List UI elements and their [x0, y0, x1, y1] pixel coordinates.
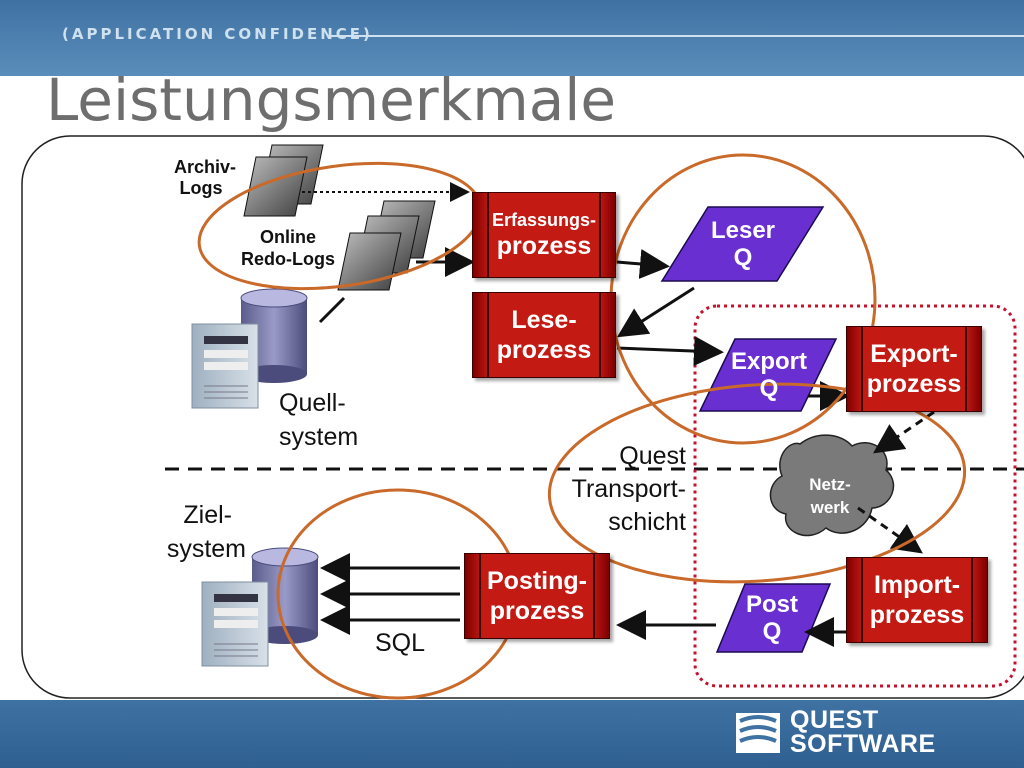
post-queue-shape: [715, 583, 832, 653]
header-bar: (APPLICATION CONFIDENCE): [0, 0, 1024, 76]
diagram-frame: [21, 135, 1024, 699]
tagline: (APPLICATION CONFIDENCE): [62, 25, 373, 43]
quell-system-label: Quell-system: [279, 389, 359, 451]
slide-title: Leistungsmerkmale: [46, 66, 617, 134]
leser-queue-shape: [660, 206, 825, 282]
target-server-icon: [201, 581, 269, 667]
sql-label: SQL: [375, 629, 426, 657]
ziel-system-label: Ziel-system: [166, 501, 246, 563]
network-label: Netz-werk: [809, 475, 851, 517]
erfassungs-line-2: prozess: [496, 232, 592, 260]
import-prozess-box: Import-prozess: [846, 557, 988, 643]
redo-logs-stack-icon: [337, 200, 436, 291]
posting-prozess-box: Posting-prozess: [464, 553, 610, 639]
export-prozess-box: Export-prozess: [846, 326, 982, 412]
source-server-icon: [191, 323, 259, 409]
db-to-redo-line: [318, 296, 346, 324]
transport-highlight-oval: [547, 382, 967, 584]
erfassung-to-leserq-arrow: [616, 249, 670, 279]
lese-to-exportq-arrow: [616, 336, 724, 367]
archiv-logs-stack-icon: [243, 144, 324, 217]
lese-prozess-box: Lese-prozess: [472, 292, 616, 378]
archiv-logs-label: Archiv-Logs: [173, 157, 236, 198]
erfassungs-prozess-box: Erfassungs- prozess: [472, 192, 616, 278]
leserq-to-lese-arrow: [616, 286, 695, 338]
tagline-rule: [330, 35, 1024, 37]
export-queue-shape: [698, 338, 838, 412]
erfassungs-line-1: Erfassungs-: [491, 210, 597, 230]
footer-bar: [0, 700, 1024, 768]
quest-logo-icon: [736, 713, 780, 753]
export-to-network-arrow: [873, 410, 935, 454]
quest-transport-box: [693, 304, 1017, 688]
